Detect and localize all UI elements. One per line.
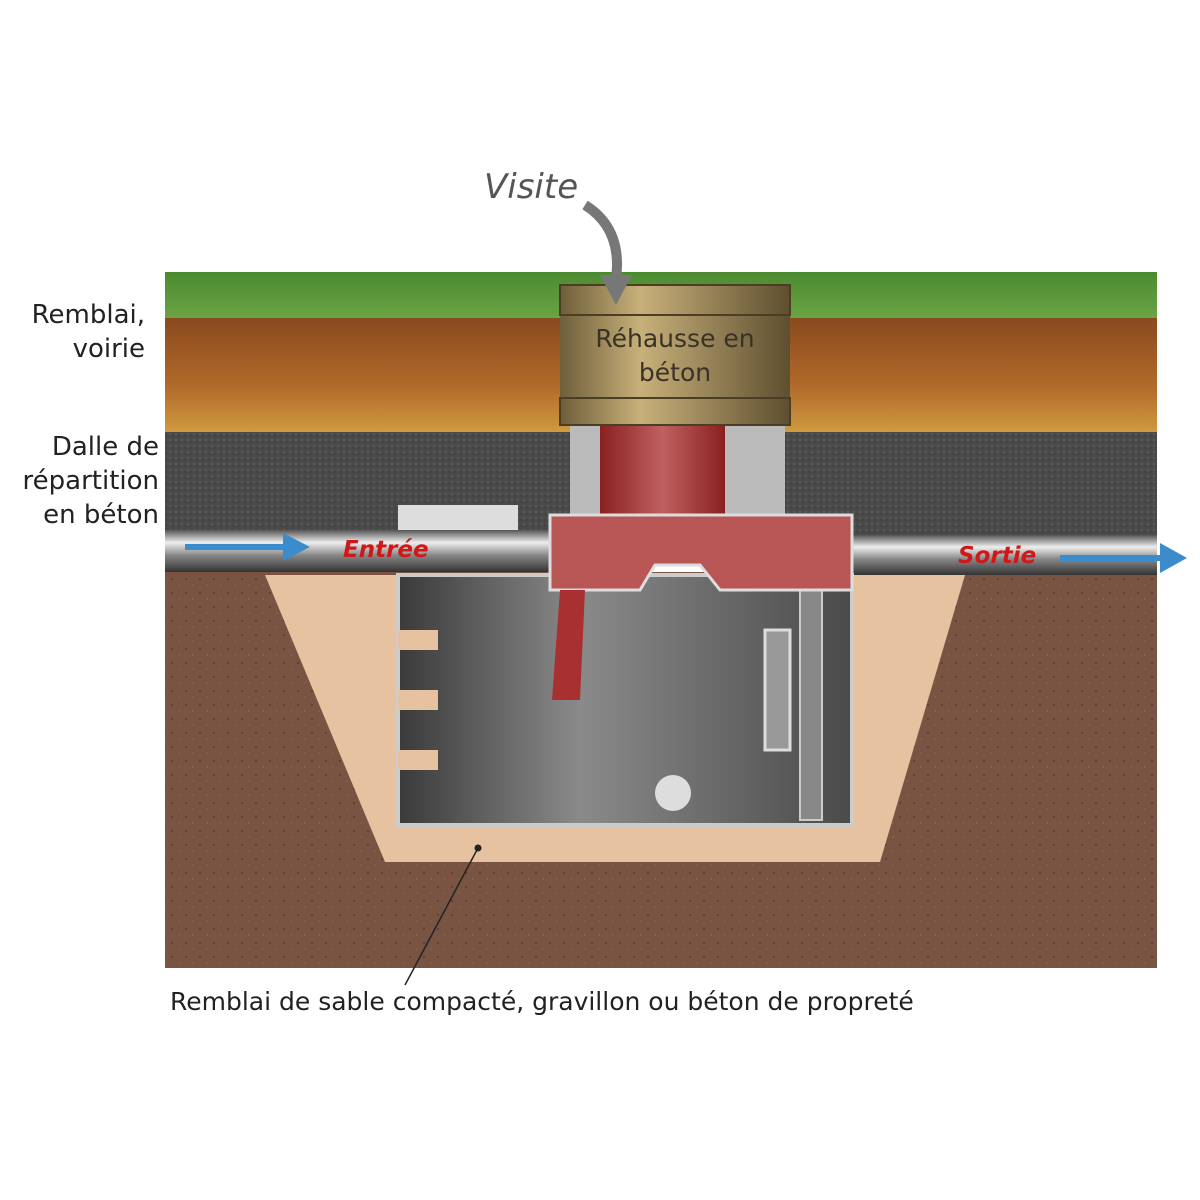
slab-label: Dalle de répartition en béton: [23, 430, 159, 532]
inlet-pipe: [165, 530, 560, 572]
outlet-label: Sortie: [958, 543, 1037, 569]
label-line: voirie: [72, 334, 145, 364]
caption-leader-line: [404, 847, 479, 986]
inlet-label: Entrée: [343, 537, 429, 563]
red-inlet-outlet-fitting: [548, 425, 854, 700]
caption-leader-dot: [474, 844, 482, 852]
label-line: béton: [638, 358, 712, 387]
caption: Remblai de sable compacté, gravillon ou …: [170, 987, 914, 1016]
label-line: Réhausse en: [595, 324, 755, 353]
label-line: répartition: [22, 466, 159, 496]
visit-label: Visite: [484, 167, 579, 207]
visit-arrow-head: [600, 275, 632, 305]
label-line: Dalle de: [51, 432, 159, 462]
label-line: Remblai,: [31, 300, 145, 330]
riser-label: Réhausse en béton: [560, 322, 790, 390]
inlet-flow-arrow: [185, 533, 310, 561]
backfill-road-label: Remblai, voirie: [32, 298, 145, 366]
concrete-riser: [559, 284, 791, 426]
visit-arrow: [582, 200, 622, 286]
label-line: en béton: [43, 500, 159, 530]
outlet-flow-arrow: [1060, 543, 1187, 573]
